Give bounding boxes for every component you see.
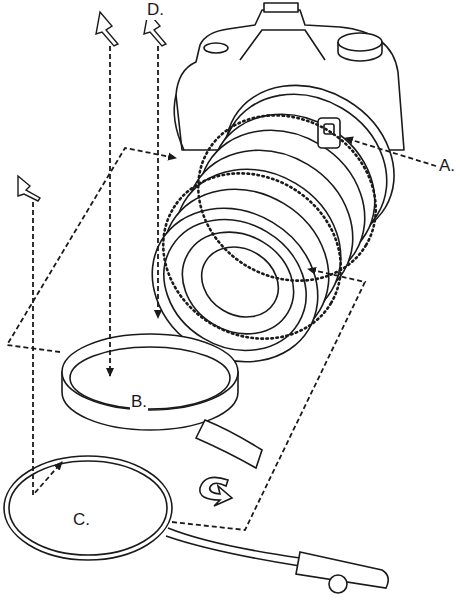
lens-glass: [164, 212, 313, 354]
control-dial: [204, 43, 228, 53]
handle-wire: [166, 528, 300, 566]
band-tail: [196, 420, 262, 468]
handle-knob: [329, 575, 347, 593]
hot-shoe: [264, 3, 298, 12]
guide-line: [33, 202, 62, 495]
mode-dial-top: [338, 33, 382, 51]
guide-line: [157, 46, 159, 318]
grip: [174, 95, 184, 150]
guide-line: [109, 46, 111, 376]
callout-letter: D.: [146, 0, 165, 20]
loop-c: [4, 456, 172, 560]
curl-arrow: [200, 477, 232, 506]
callout-letter: A.: [438, 156, 456, 176]
prism-edge: [240, 30, 325, 60]
callout-letter: C.: [72, 510, 91, 530]
af-switch: [318, 118, 340, 148]
clip: [18, 176, 40, 201]
band-position: [167, 83, 406, 313]
callout-letter: B.: [130, 392, 148, 412]
clip: [96, 12, 118, 46]
guide-line: [172, 269, 365, 530]
leader-a: [345, 138, 436, 166]
